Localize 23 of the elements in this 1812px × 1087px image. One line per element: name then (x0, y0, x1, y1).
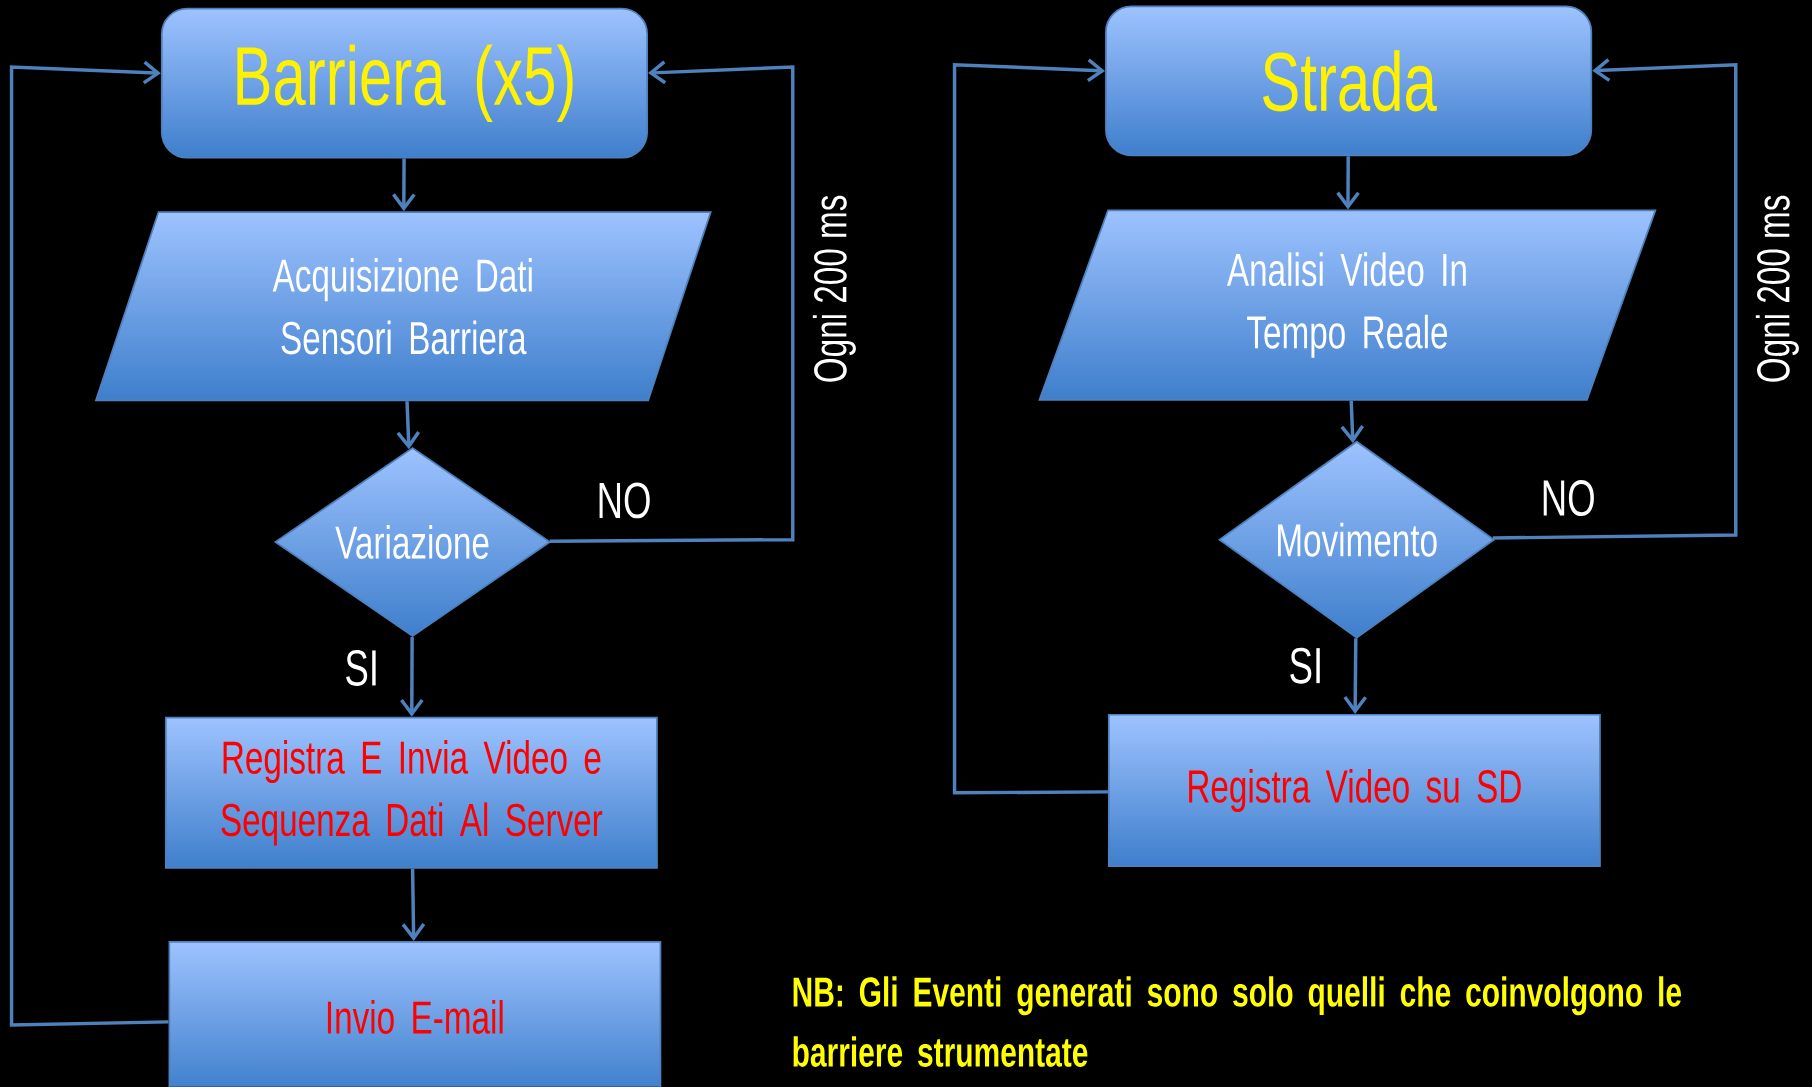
process-box: Registra E Invia Video e Sequenza Dati Al Server (164, 716, 658, 869)
process-box: Invio E-mail (168, 940, 662, 1087)
arrow (952, 58, 1108, 795)
arrow (1336, 156, 1360, 210)
edge-label: SI (343, 648, 381, 687)
arrow (549, 60, 795, 543)
arrow (1343, 638, 1368, 714)
interval-note: Ogni 200 ms (812, 195, 856, 382)
arrow (1492, 58, 1738, 540)
edge-label: NO (595, 481, 653, 520)
arrow (9, 60, 169, 1027)
edge-label: SI (1287, 646, 1325, 685)
process-box: Registra Video su SD (1107, 713, 1601, 867)
arrow (401, 868, 426, 941)
interval-note: Ogni 200 ms (1755, 195, 1799, 382)
arrow (392, 158, 416, 211)
title-box: Barriera (x5) (160, 7, 648, 159)
arrow (1340, 400, 1365, 443)
edge-label: NO (1539, 478, 1597, 517)
note-text: NB: Gli Eventi generati sono solo quelli che coinvolgono le barriere strumentate (793, 976, 1681, 1067)
title-box: Strada (1105, 5, 1593, 157)
arrow (396, 401, 421, 450)
arrow (400, 636, 424, 717)
